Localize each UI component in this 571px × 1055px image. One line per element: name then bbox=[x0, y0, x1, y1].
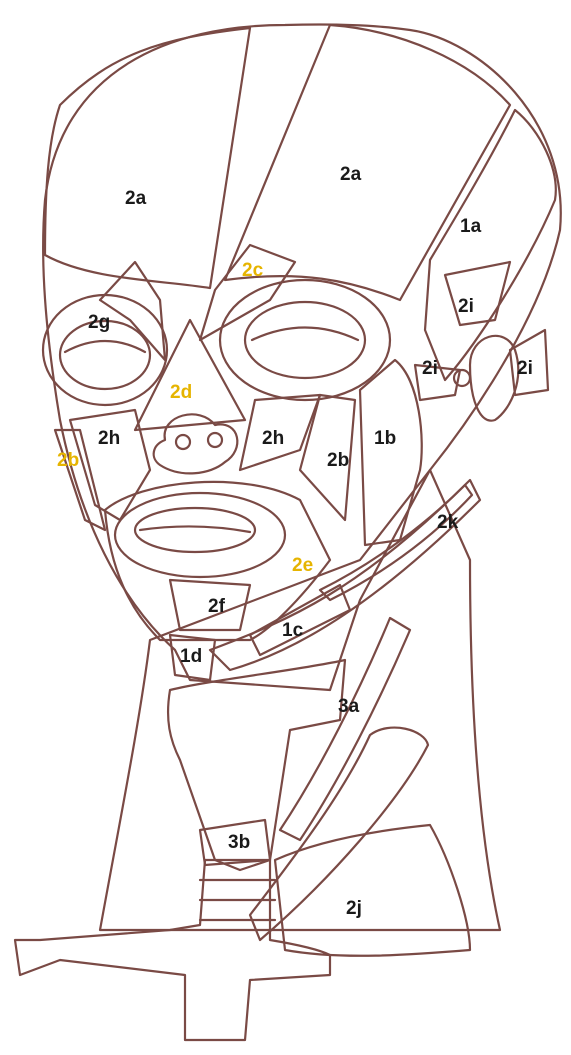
label-2i-top: 2i bbox=[458, 296, 474, 317]
muscle-2i-top bbox=[445, 262, 510, 325]
label-2b-right: 2b bbox=[327, 450, 349, 471]
muscle-2j bbox=[275, 825, 470, 956]
head-outline bbox=[43, 25, 561, 690]
mouth-ring bbox=[115, 493, 285, 577]
label-2f: 2f bbox=[208, 596, 226, 617]
label-3a: 3a bbox=[338, 696, 360, 717]
muscle-orange bbox=[250, 728, 428, 940]
label-1c: 1c bbox=[282, 620, 304, 641]
label-2j: 2j bbox=[346, 898, 362, 919]
label-2c: 2c bbox=[242, 260, 264, 281]
label-3b: 3b bbox=[228, 832, 250, 853]
label-2g: 2g bbox=[88, 312, 110, 333]
label-1d: 1d bbox=[180, 646, 202, 667]
nerve-band-1a bbox=[425, 110, 556, 380]
trachea bbox=[15, 860, 330, 1040]
label-2a-left: 2a bbox=[125, 188, 147, 209]
nerve-band-1b bbox=[360, 360, 422, 545]
label-2a-right: 2a bbox=[340, 164, 362, 185]
label-2h-right: 2h bbox=[262, 428, 284, 449]
label-2h-left: 2h bbox=[98, 428, 120, 449]
nose bbox=[154, 414, 238, 473]
label-2k: 2k bbox=[437, 512, 459, 533]
label-1a: 1a bbox=[460, 216, 482, 237]
label-2e: 2e bbox=[292, 555, 313, 576]
label-2i-right: 2i bbox=[517, 358, 533, 379]
label-2i-mid: 2i bbox=[422, 358, 438, 379]
label-1b: 1b bbox=[374, 428, 396, 449]
label-2d: 2d bbox=[170, 382, 192, 403]
label-2b-left: 2b bbox=[57, 450, 79, 471]
scalp-muscle-left bbox=[45, 28, 250, 288]
scalp-muscle-right bbox=[225, 25, 510, 300]
